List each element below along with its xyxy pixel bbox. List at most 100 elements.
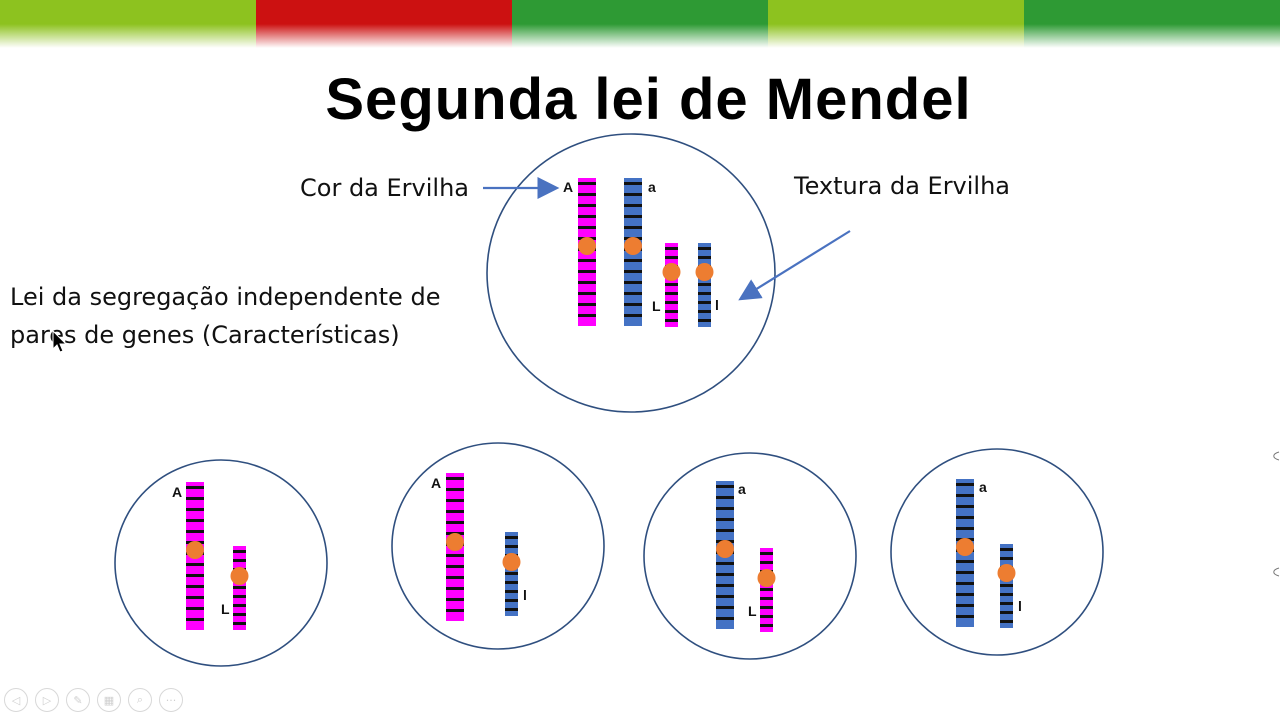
chromosome-band xyxy=(186,618,204,621)
chromosome-band xyxy=(665,256,678,259)
chromosome-band xyxy=(716,518,734,521)
chromosome-band xyxy=(233,595,246,598)
chromosome-l-blue xyxy=(695,243,714,327)
chromosome-band xyxy=(624,314,642,317)
gamete-chromosome-a xyxy=(716,481,734,629)
top-bar-segment xyxy=(256,0,512,48)
previous-slide-button[interactable]: ◁ xyxy=(4,688,28,712)
gamete-cell-AL xyxy=(114,459,328,667)
chromosome-band xyxy=(624,204,642,207)
gamete-cell-Al xyxy=(391,442,605,650)
gamete-chromosome-l xyxy=(502,532,521,616)
chromosome-band xyxy=(1000,557,1013,560)
chromosome-band xyxy=(186,607,204,610)
allele-label-L: L xyxy=(652,298,661,314)
chromosome-band xyxy=(186,519,204,522)
chromosome-band xyxy=(760,597,773,600)
chromosome-band xyxy=(505,536,518,539)
chromosome-band xyxy=(1000,584,1013,587)
chromosome-band xyxy=(956,582,974,585)
chromosome-band xyxy=(578,314,596,317)
chromosome-band xyxy=(578,193,596,196)
chromosome-band xyxy=(716,496,734,499)
chromosome-band xyxy=(505,581,518,584)
chromosome-band xyxy=(186,508,204,511)
chromosome-L-magenta xyxy=(662,243,681,327)
centromere xyxy=(997,564,1016,582)
chromosome-band xyxy=(624,193,642,196)
chromosome-band xyxy=(665,292,678,295)
chromosome-band xyxy=(186,486,204,489)
chromosome-band xyxy=(186,563,204,566)
top-bar-segment xyxy=(0,0,256,48)
chromosome-band xyxy=(716,573,734,576)
chromosome-band xyxy=(760,615,773,618)
chromosome-band xyxy=(505,608,518,611)
chromosome-band xyxy=(665,247,678,250)
chromosome-band xyxy=(956,604,974,607)
chromosome-band xyxy=(578,303,596,306)
parent-cell xyxy=(486,133,776,413)
top-bar-segment xyxy=(512,0,768,48)
chromosome-band xyxy=(760,588,773,591)
gamete-chromosome-l xyxy=(997,544,1016,628)
law-description-line-1: Lei da segregação independente de xyxy=(10,283,441,311)
gamete-chromosome-L xyxy=(757,548,776,632)
top-bar-segment xyxy=(1024,0,1280,48)
slideshow-controls: ◁ ▷ ✎ ▦ ⌕ ··· xyxy=(4,688,183,712)
chromosome-band xyxy=(956,516,974,519)
chromosome-A-magenta xyxy=(578,178,596,326)
centromere xyxy=(695,263,714,281)
chromosome-band xyxy=(760,561,773,564)
chromosome-band xyxy=(624,292,642,295)
gamete-chromosome-a xyxy=(956,479,974,627)
chromosome-band xyxy=(956,615,974,618)
chromosome-band xyxy=(716,606,734,609)
chromosome-band xyxy=(624,259,642,262)
chromosome-band xyxy=(956,527,974,530)
zoom-button[interactable]: ⌕ xyxy=(128,688,152,712)
edge-bracket-icon xyxy=(1268,450,1280,585)
chromosome-band xyxy=(716,562,734,565)
chromosome-band xyxy=(624,182,642,185)
chromosome-band xyxy=(956,571,974,574)
chromosome-band xyxy=(956,560,974,563)
next-slide-button[interactable]: ▷ xyxy=(35,688,59,712)
chromosome-band xyxy=(505,590,518,593)
gamete-cell-aL xyxy=(643,452,857,660)
chromosome-band xyxy=(956,494,974,497)
chromosome-band xyxy=(233,586,246,589)
allele-label-A: A xyxy=(431,475,441,491)
more-options-button[interactable]: ··· xyxy=(159,688,183,712)
top-bar-segment xyxy=(768,0,1024,48)
allele-label-A: A xyxy=(172,484,182,500)
chromosome-band xyxy=(233,550,246,553)
centromere xyxy=(662,263,681,281)
chromosome-band xyxy=(186,596,204,599)
centromere xyxy=(230,567,249,585)
chromosome-band xyxy=(186,585,204,588)
chromosome-band xyxy=(578,281,596,284)
allele-label-a: a xyxy=(648,179,656,195)
chromosome-band xyxy=(665,283,678,286)
allele-label-L: L xyxy=(748,603,757,619)
chromosome-band xyxy=(505,545,518,548)
see-all-slides-button[interactable]: ▦ xyxy=(97,688,121,712)
chromosome-band xyxy=(1000,593,1013,596)
chromosome-band xyxy=(760,624,773,627)
allele-label-L: L xyxy=(221,601,230,617)
chromosome-band xyxy=(446,609,464,612)
chromosome-band xyxy=(446,576,464,579)
chromosome-band xyxy=(716,617,734,620)
chromosome-band xyxy=(446,587,464,590)
centromere xyxy=(578,237,596,255)
chromosome-band xyxy=(446,499,464,502)
centromere xyxy=(624,237,642,255)
chromosome-band xyxy=(624,303,642,306)
chromosome-band xyxy=(446,565,464,568)
pen-tool-button[interactable]: ✎ xyxy=(66,688,90,712)
chromosome-band xyxy=(446,488,464,491)
chromosome-band xyxy=(578,226,596,229)
chromosome-band xyxy=(186,574,204,577)
chromosome-band xyxy=(1000,611,1013,614)
